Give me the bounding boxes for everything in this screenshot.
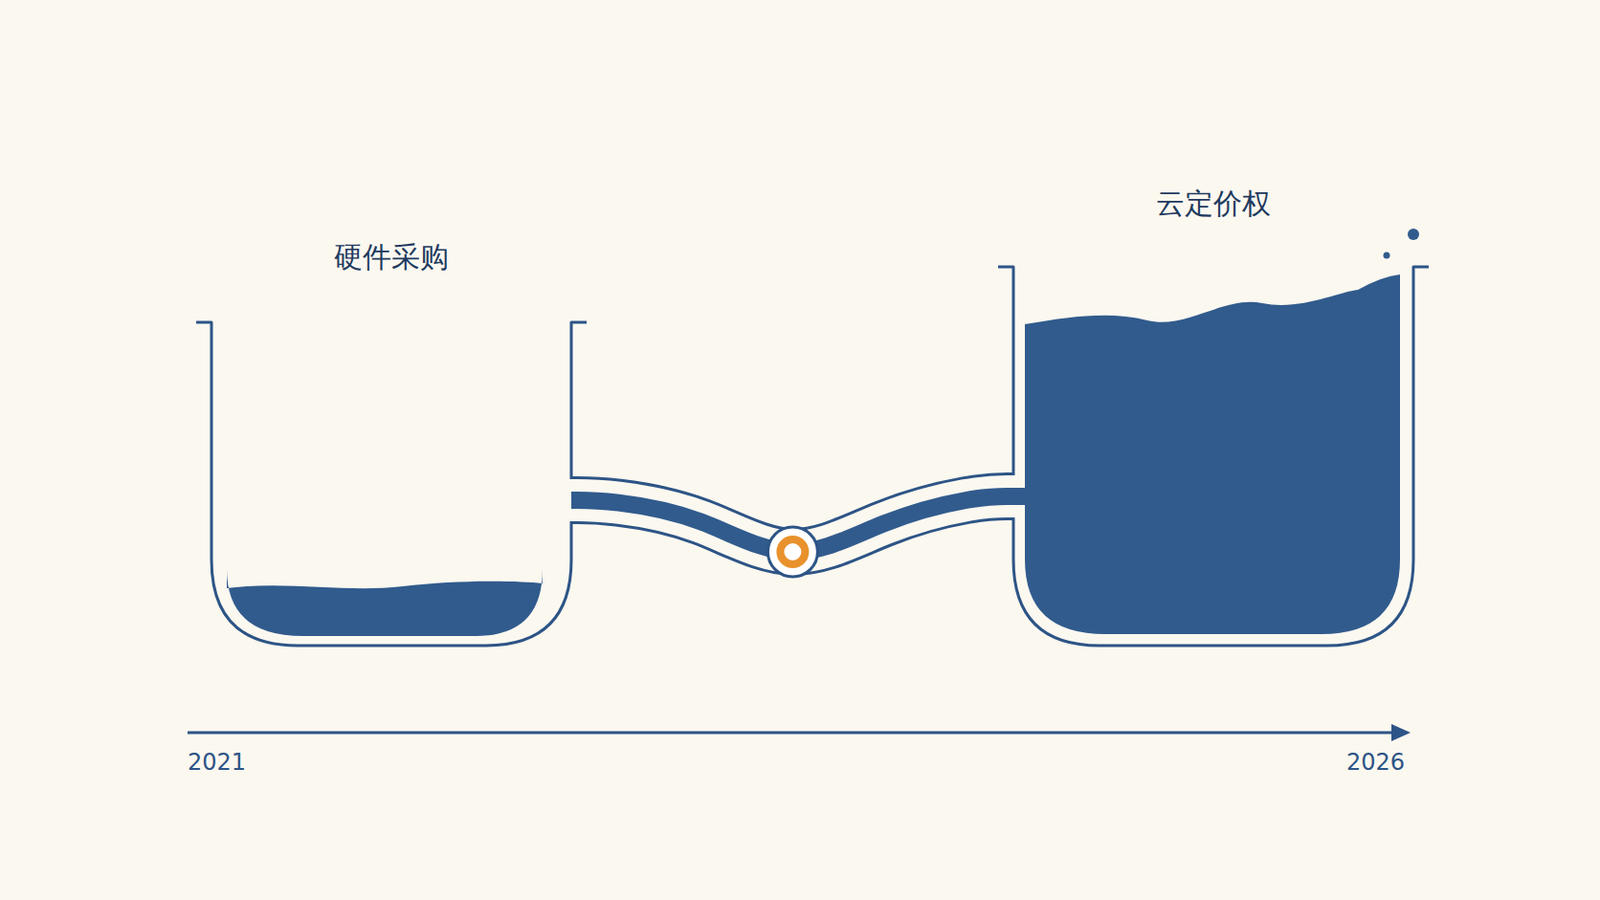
splash-drop: [1383, 252, 1391, 260]
valve-body: [767, 527, 818, 578]
tank-heading: 云定价权: [1155, 184, 1271, 224]
year-label: 2026: [1346, 749, 1405, 777]
valve-ring: [779, 539, 805, 565]
pipe: [571, 496, 1014, 578]
hardware-tank: 硬件采购: [211, 322, 572, 646]
splash-drop: [1407, 228, 1420, 241]
cloud-tank: 云定价权: [1013, 266, 1414, 646]
water-inlet: [1011, 488, 1027, 506]
tank-outline: [1013, 266, 1414, 646]
tank-outline: [211, 322, 572, 646]
axis-line: [187, 732, 1396, 735]
axis-arrowhead: [1391, 724, 1411, 742]
water: [226, 569, 543, 637]
water: [1024, 274, 1400, 635]
tank-wall: [998, 266, 1429, 646]
tank-wall: [196, 322, 587, 646]
year-label: 2021: [187, 749, 246, 777]
tank-heading: 硬件采购: [333, 238, 449, 278]
